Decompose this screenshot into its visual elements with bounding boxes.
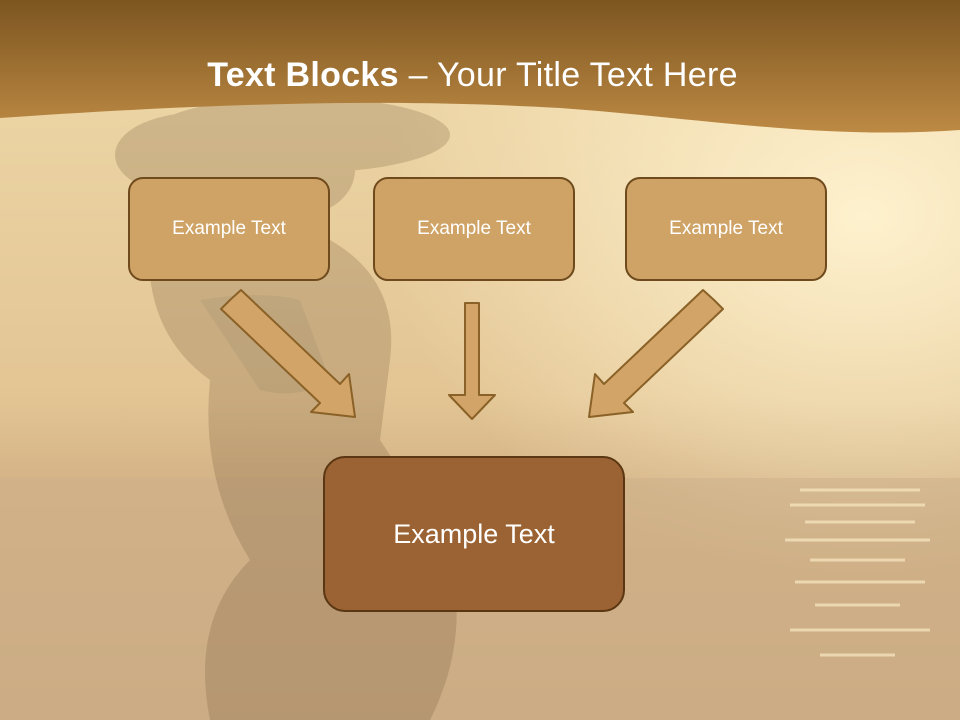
- text-block-2: Example Text: [373, 177, 575, 281]
- slide-title: Text Blocks – Your Title Text Here: [0, 52, 945, 98]
- title-bold: Text Blocks: [207, 56, 399, 94]
- text-block-1: Example Text: [128, 177, 330, 281]
- title-rest: Your Title Text Here: [436, 56, 738, 94]
- result-block-label: Example Text: [393, 518, 555, 549]
- result-block: Example Text: [323, 456, 625, 612]
- text-block-2-label: Example Text: [417, 218, 531, 239]
- sun-reflection: [785, 488, 930, 657]
- text-block-3-label: Example Text: [669, 218, 783, 239]
- text-block-3: Example Text: [625, 177, 827, 281]
- title-separator: –: [398, 56, 437, 94]
- text-block-1-label: Example Text: [172, 218, 286, 239]
- header-band: [0, 0, 960, 133]
